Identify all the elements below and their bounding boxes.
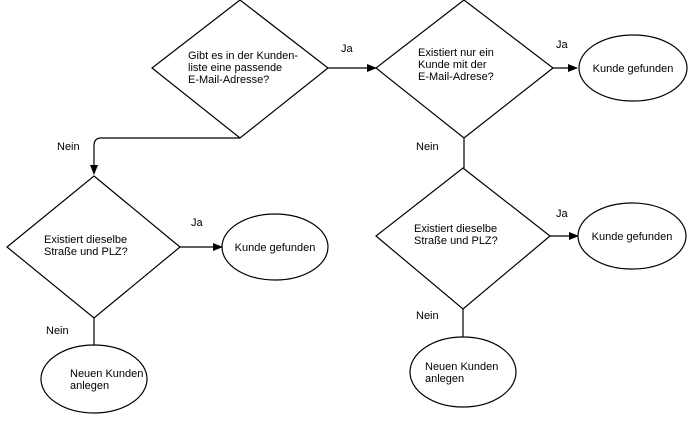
label-new-customer-right: Neuen Kunden anlegen [425, 361, 501, 385]
label-line: Straße und PLZ? [414, 235, 498, 247]
label-new-customer-left: Neuen Kunden anlegen [70, 368, 146, 392]
terminal-customer-found-right [577, 202, 687, 270]
label-line: Existiert nur ein [418, 47, 494, 59]
terminal-new-customer-right [409, 336, 517, 408]
label-line: Existiert dieselbe [44, 234, 127, 246]
label-decision-address-left: Existiert dieselbe Straße und PLZ? [44, 234, 130, 258]
label-decision-single-customer: Existiert nur ein Kunde mit der E-Mail-A… [418, 47, 497, 83]
label-customer-found-left: Kunde gefunden [235, 242, 316, 254]
label-line: Existiert dieselbe [414, 223, 497, 235]
label-line: anlegen [425, 373, 464, 385]
label-line: liste eine passende [188, 62, 282, 74]
label-line: Gibt es in der Kunden- [188, 50, 298, 62]
decision-address-right [375, 167, 551, 310]
decision-address-left [6, 175, 181, 319]
edge-d1-d3 [90, 137, 240, 175]
edge-label-d1-d2: Ja [341, 43, 354, 55]
label-decision-address-right: Existiert dieselbe Straße und PLZ? [414, 223, 500, 247]
label-line: anlegen [70, 380, 109, 392]
decision-email-match [151, 0, 329, 139]
edge-label-d4-e5: Nein [416, 310, 439, 322]
edge-label-d2-e1: Ja [556, 39, 569, 51]
decision-single-customer [375, 0, 554, 139]
label-line: E-Mail-Adrese? [418, 71, 494, 83]
terminal-customer-found-left [221, 213, 329, 281]
edge-label-d2-d4: Nein [416, 141, 439, 153]
label-decision-email-match: Gibt es in der Kunden- liste eine passen… [188, 50, 301, 86]
label-customer-found-right: Kunde gefunden [592, 231, 673, 243]
edge-label-d3-e3: Ja [191, 217, 204, 229]
edge-label-d4-e2: Ja [556, 208, 569, 220]
label-line: Neuen Kunden [425, 361, 498, 373]
edge-label-d1-d3: Nein [57, 141, 80, 153]
label-customer-found-top: Kunde gefunden [593, 63, 674, 75]
terminal-new-customer-left [40, 344, 148, 414]
label-line: Straße und PLZ? [44, 246, 128, 258]
edge-label-d3-e4: Nein [46, 325, 69, 337]
label-line: E-Mail-Adresse? [188, 74, 269, 86]
label-line: Neuen Kunden [70, 368, 143, 380]
label-line: Kunde mit der [418, 59, 487, 71]
terminal-customer-found-top [578, 34, 688, 102]
